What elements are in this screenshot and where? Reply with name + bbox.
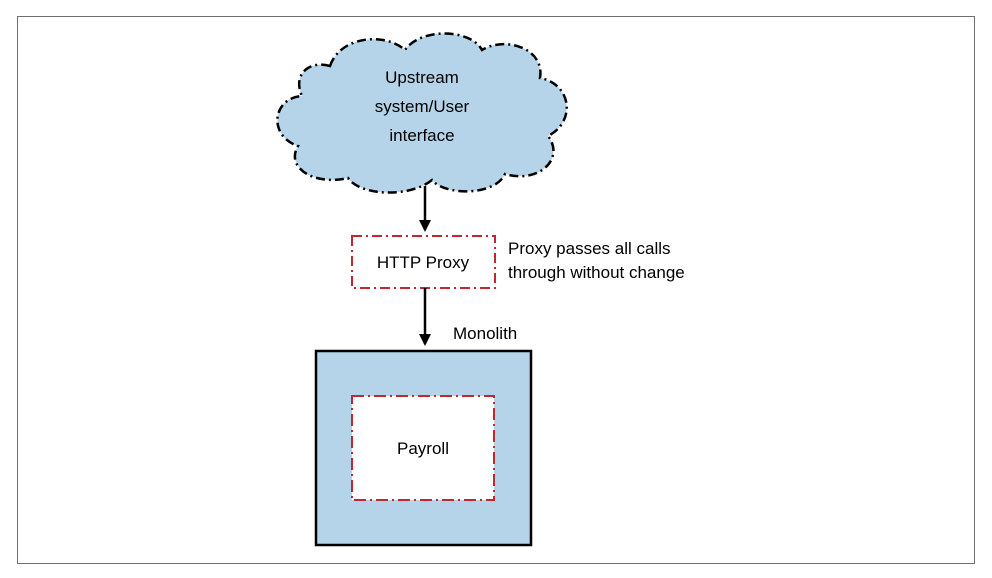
proxy-note-line-1: Proxy passes all calls [508, 239, 671, 258]
http-proxy-box [351, 235, 496, 289]
http-proxy-label: HTTP Proxy [377, 253, 470, 272]
proxy-note-line-2: through without change [508, 263, 685, 282]
upstream-cloud: Upstream system/User interface [276, 32, 568, 194]
http-proxy: HTTP Proxy [351, 235, 496, 289]
payroll-module-box [351, 395, 495, 501]
upstream-label-line-3: interface [389, 126, 454, 145]
monolith-label: Monolith [453, 324, 517, 343]
monolith: Payroll [314, 349, 533, 547]
payroll-label: Payroll [397, 439, 449, 458]
upstream-label-line-2: system/User [375, 97, 470, 116]
upstream-label-line-1: Upstream [385, 68, 459, 87]
cloud-shape [276, 32, 568, 194]
